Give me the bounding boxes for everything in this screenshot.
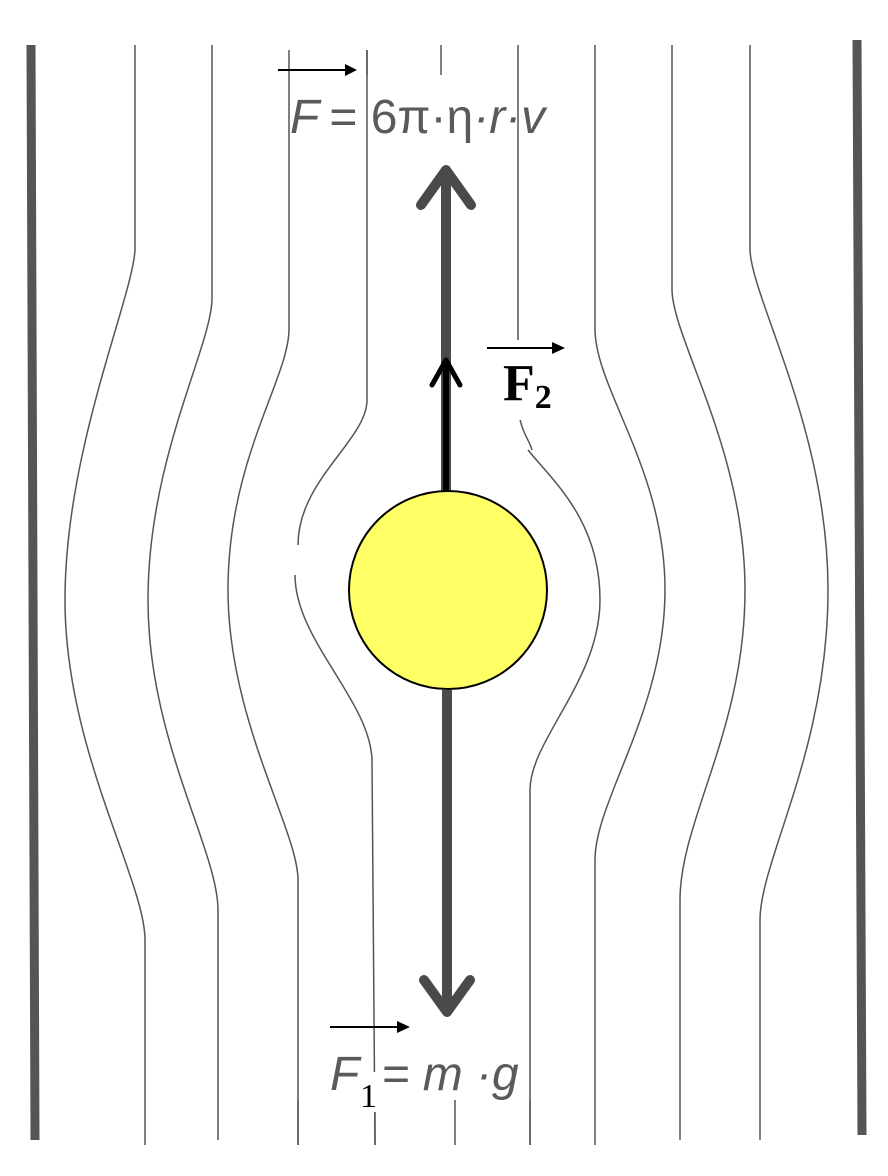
gravity-F: F bbox=[330, 1048, 362, 1101]
stokes-F: F bbox=[290, 91, 322, 144]
gravity-subscript: 1 bbox=[360, 1078, 377, 1115]
streamline-4-upper bbox=[297, 50, 368, 546]
streamline-5-lower bbox=[527, 449, 601, 1145]
stokes-vector-head bbox=[345, 64, 357, 76]
stokes-formula: F= 6π·η·r·v bbox=[290, 91, 548, 144]
gravity-formula: F = m ·g bbox=[330, 1048, 519, 1101]
streamline-7 bbox=[671, 45, 746, 1140]
f2-vector-head bbox=[552, 342, 565, 354]
f2-label-bg bbox=[487, 340, 583, 420]
streamline-6 bbox=[594, 45, 666, 1145]
right-wall bbox=[852, 39, 867, 1136]
gravity-force-arrowhead bbox=[419, 975, 475, 1017]
stokes-rhs: = 6 bbox=[329, 91, 397, 144]
streamline-3 bbox=[227, 50, 299, 1145]
stokes-eta: η bbox=[447, 91, 474, 144]
f2-vector-arrow bbox=[487, 342, 565, 354]
f2-subscript: 2 bbox=[535, 379, 552, 416]
f2-arrow bbox=[429, 357, 463, 495]
stokes-dot2: ·r·v bbox=[473, 91, 548, 144]
drag-force-arrowhead bbox=[416, 165, 476, 210]
left-wall bbox=[26, 44, 40, 1141]
streamline-8 bbox=[749, 45, 829, 1140]
gravity-rhs: = m ·g bbox=[381, 1048, 519, 1101]
gravity-vector-head bbox=[397, 1021, 410, 1033]
stokes-pi: π bbox=[397, 91, 430, 144]
gravity-sub-bg bbox=[356, 1072, 386, 1112]
stokes-dot1: · bbox=[431, 91, 447, 144]
streamline-4-lower bbox=[294, 574, 376, 1146]
f2-label: F2 bbox=[503, 355, 552, 416]
gravity-vector-arrow bbox=[330, 1021, 410, 1033]
streamline-1 bbox=[64, 45, 146, 1145]
f2-arrowhead bbox=[429, 357, 463, 388]
streamline-2 bbox=[147, 45, 219, 1140]
sphere bbox=[348, 490, 548, 690]
f2-letter: F bbox=[503, 355, 535, 412]
stokes-vector-arrow bbox=[278, 64, 357, 76]
gravity-force-arrow bbox=[419, 690, 475, 1017]
